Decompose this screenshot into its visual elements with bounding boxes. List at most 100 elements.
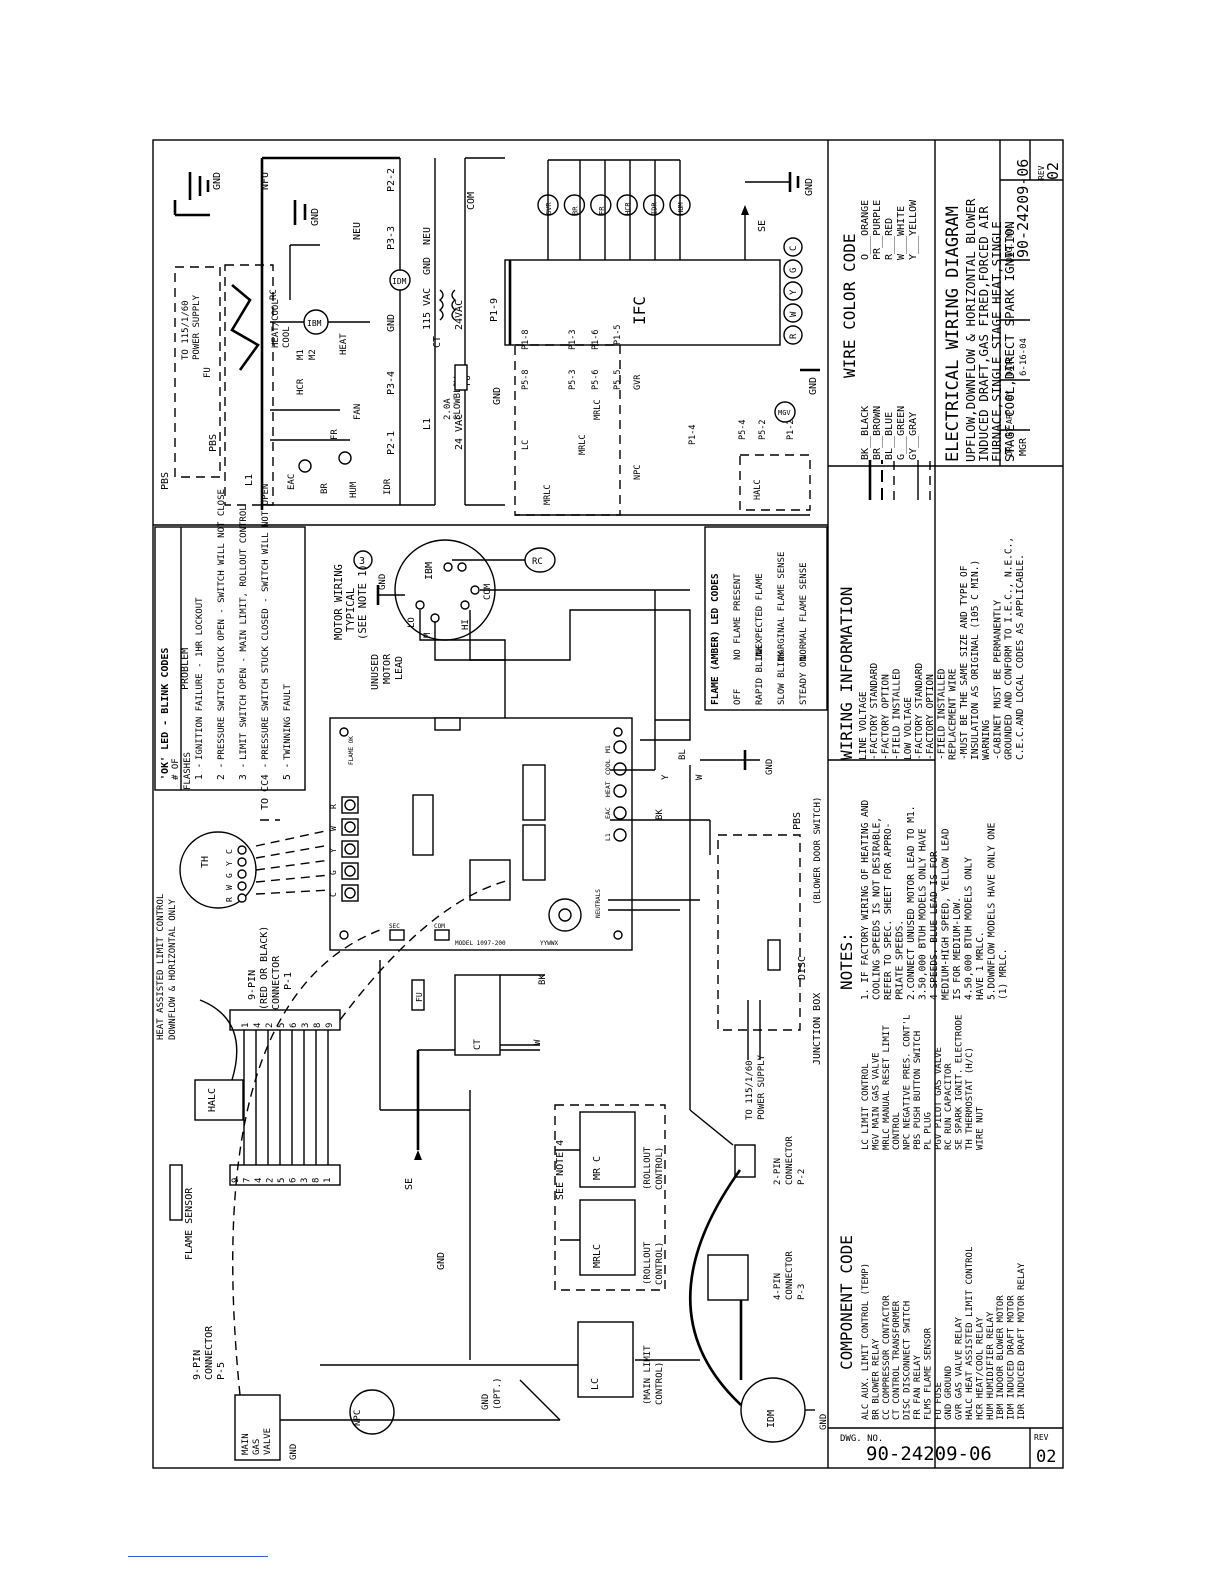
thermostat-terminal bbox=[237, 845, 247, 855]
note-line: 2.CONNECT UNUSED MOTOR LEAD TO M1. bbox=[906, 806, 917, 1000]
component-code-entry: PL PLUG bbox=[923, 1112, 933, 1150]
dr-by: MGR bbox=[1018, 437, 1029, 456]
ladder-terminal-label: LC bbox=[521, 440, 531, 450]
svg-text:GND: GND bbox=[436, 1252, 447, 1270]
thermostat-terminal bbox=[237, 857, 247, 867]
wiring-info-line: LOW VOLTAGE bbox=[903, 697, 914, 760]
ifc-terminal-label: C bbox=[789, 246, 799, 251]
blink-problem-text: LIMIT SWITCH OPEN - MAIN LIMIT, ROLLOUT … bbox=[239, 505, 249, 760]
svg-text:CONNECTOR: CONNECTOR bbox=[785, 1136, 795, 1185]
wiring-info-line: -FACTORY OPTION bbox=[880, 674, 891, 760]
wiring-info-title: WIRING INFORMATION bbox=[837, 587, 856, 760]
svg-text:HEAT: HEAT bbox=[339, 333, 349, 355]
svg-text:HCR: HCR bbox=[296, 378, 306, 395]
note-line: REFER TO SPEC. SHEET FOR APPRO- bbox=[883, 823, 894, 1000]
svg-text:LC: LC bbox=[590, 1378, 601, 1390]
blink-flash-count: 5 - bbox=[282, 763, 293, 780]
subtitle-line: UPFLOW,DOWNFLOW & HORIZONTAL BLOWER bbox=[963, 198, 978, 462]
ladder-terminal-label: P5-6 bbox=[591, 370, 601, 390]
board-terminal-label: Y bbox=[329, 848, 338, 853]
svg-text:P3-4: P3-4 bbox=[386, 371, 397, 395]
ladder-terminal-label: P5-2 bbox=[758, 420, 768, 440]
p5-pin: 5 bbox=[277, 1178, 287, 1183]
mgv-symbol bbox=[774, 401, 796, 423]
relay-label: HCR bbox=[624, 202, 632, 215]
component-code-entry: IDR INDUCED DRAFT MOTOR RELAY bbox=[1017, 1262, 1027, 1420]
svg-text:NFU: NFU bbox=[260, 172, 271, 190]
svg-text:RC: RC bbox=[269, 289, 279, 300]
svg-text:24 VAC: 24 VAC bbox=[454, 414, 465, 450]
board-terminal-label: C bbox=[329, 892, 338, 897]
svg-text:24VAC: 24VAC bbox=[454, 300, 465, 330]
svg-text:NEUTRALS: NEUTRALS bbox=[595, 889, 602, 918]
wire-color-entry: W___WHITE bbox=[896, 206, 907, 260]
component-code-entry: IBM INDOOR BLOWER MOTOR bbox=[996, 1295, 1006, 1420]
wiring-info-line: -FIELD INSTALLED bbox=[892, 668, 903, 760]
blink-flash-count: 2 - bbox=[216, 763, 227, 780]
component-code-entry: HALC HEAT ASSISTED LIMIT CONTROL bbox=[965, 1247, 975, 1420]
ladder-diagram: GND GND PBS TO 115/1/60 POWER SUPPLY PBS… bbox=[160, 156, 820, 516]
relay-hcr-coil bbox=[616, 194, 638, 216]
component-code-entry: CT CONTROL TRANSFORMER bbox=[892, 1300, 902, 1420]
subtitle-line: FURNACE,SINGLE STAGE HEAT,SINGLE bbox=[989, 221, 1004, 462]
ladder-terminal-label: P5-3 bbox=[568, 370, 578, 390]
note-line: 4 SPEEDS. BLUE LEAD IS FOR bbox=[929, 851, 940, 1000]
component-code-entry: MGV MAIN GAS VALVE bbox=[871, 1052, 881, 1150]
junction-box bbox=[717, 834, 801, 1031]
date: 6-16-04 bbox=[1019, 338, 1029, 376]
component-code-entry: WIRE NUT bbox=[975, 1106, 985, 1150]
svg-text:3: 3 bbox=[359, 556, 365, 567]
component-code-entry: CC COMPRESSOR CONTACTOR bbox=[882, 1295, 892, 1420]
dwg-no-label: DWG. NO. bbox=[1005, 223, 1014, 262]
svg-text:M1: M1 bbox=[296, 349, 306, 360]
disc-label: PBS bbox=[160, 472, 171, 490]
wire-color-entry: PR__PURPLE bbox=[872, 200, 883, 260]
svg-text:M2: M2 bbox=[308, 349, 318, 360]
ladder-terminal-label: MRLC bbox=[593, 400, 603, 420]
svg-text:NPC: NPC bbox=[353, 1410, 363, 1426]
p5-connector bbox=[229, 1164, 341, 1186]
rev-label-bottom: REV bbox=[1034, 1433, 1049, 1442]
p1-pin: 3 bbox=[301, 1023, 311, 1028]
p5-pin: 1 bbox=[323, 1178, 333, 1183]
svg-text:CONNECTOR: CONNECTOR bbox=[271, 955, 282, 1010]
board-top-label: L1 bbox=[604, 833, 612, 841]
component-code-entry: HCR HEAT/COOL RELAY bbox=[975, 1316, 985, 1420]
p5-pin: 7 bbox=[243, 1178, 253, 1183]
halc-control bbox=[194, 1079, 244, 1121]
p3-connector bbox=[707, 1254, 749, 1301]
thermostat-terminal-label: R bbox=[225, 897, 234, 902]
footer-rule bbox=[128, 1556, 268, 1557]
svg-text:CONNECTOR: CONNECTOR bbox=[204, 1325, 215, 1380]
svg-text:GND: GND bbox=[819, 1414, 829, 1430]
mrlc-rollout-2 bbox=[579, 1111, 636, 1188]
svg-text:P2-1: P2-1 bbox=[386, 431, 397, 455]
ladder-terminal-label: MRLC bbox=[543, 485, 553, 505]
p1-pin: 1 bbox=[241, 1023, 251, 1028]
svg-text:GND: GND bbox=[386, 314, 397, 332]
note-line: PRIATE SPEEDS. bbox=[895, 920, 906, 1000]
motor-wiring-title: MOTOR WIRING bbox=[333, 564, 345, 640]
note-line: 3.50,000 BTUH MODELS ONLY HAVE bbox=[918, 828, 929, 1000]
flame-led-meaning: NO FLAME PRESENT bbox=[733, 573, 743, 660]
control-transformer bbox=[454, 974, 501, 1056]
svg-text:UNUSED: UNUSED bbox=[370, 654, 381, 690]
svg-text:GND: GND bbox=[804, 178, 815, 196]
svg-text:GND: GND bbox=[492, 387, 503, 405]
svg-text:GND: GND bbox=[310, 208, 321, 226]
svg-text:BK: BK bbox=[655, 809, 665, 820]
blink-problem-text: PRESSURE SWITCH STUCK OPEN - SWITCH WILL… bbox=[217, 489, 227, 760]
board-terminal-label: W bbox=[329, 826, 338, 831]
ifc-terminal-r bbox=[783, 325, 803, 345]
ifc-terminal-y bbox=[783, 281, 803, 301]
note-line: 1. IF FACTORY WIRING OF HEATING AND bbox=[860, 800, 871, 1000]
p2-connector bbox=[734, 1144, 756, 1178]
svg-text:FU: FU bbox=[415, 992, 424, 1002]
svg-text:P1-9: P1-9 bbox=[489, 298, 500, 322]
wire-color-title: WIRE COLOR CODE bbox=[840, 234, 859, 379]
flame-led-state: STEADY ON bbox=[799, 656, 809, 705]
